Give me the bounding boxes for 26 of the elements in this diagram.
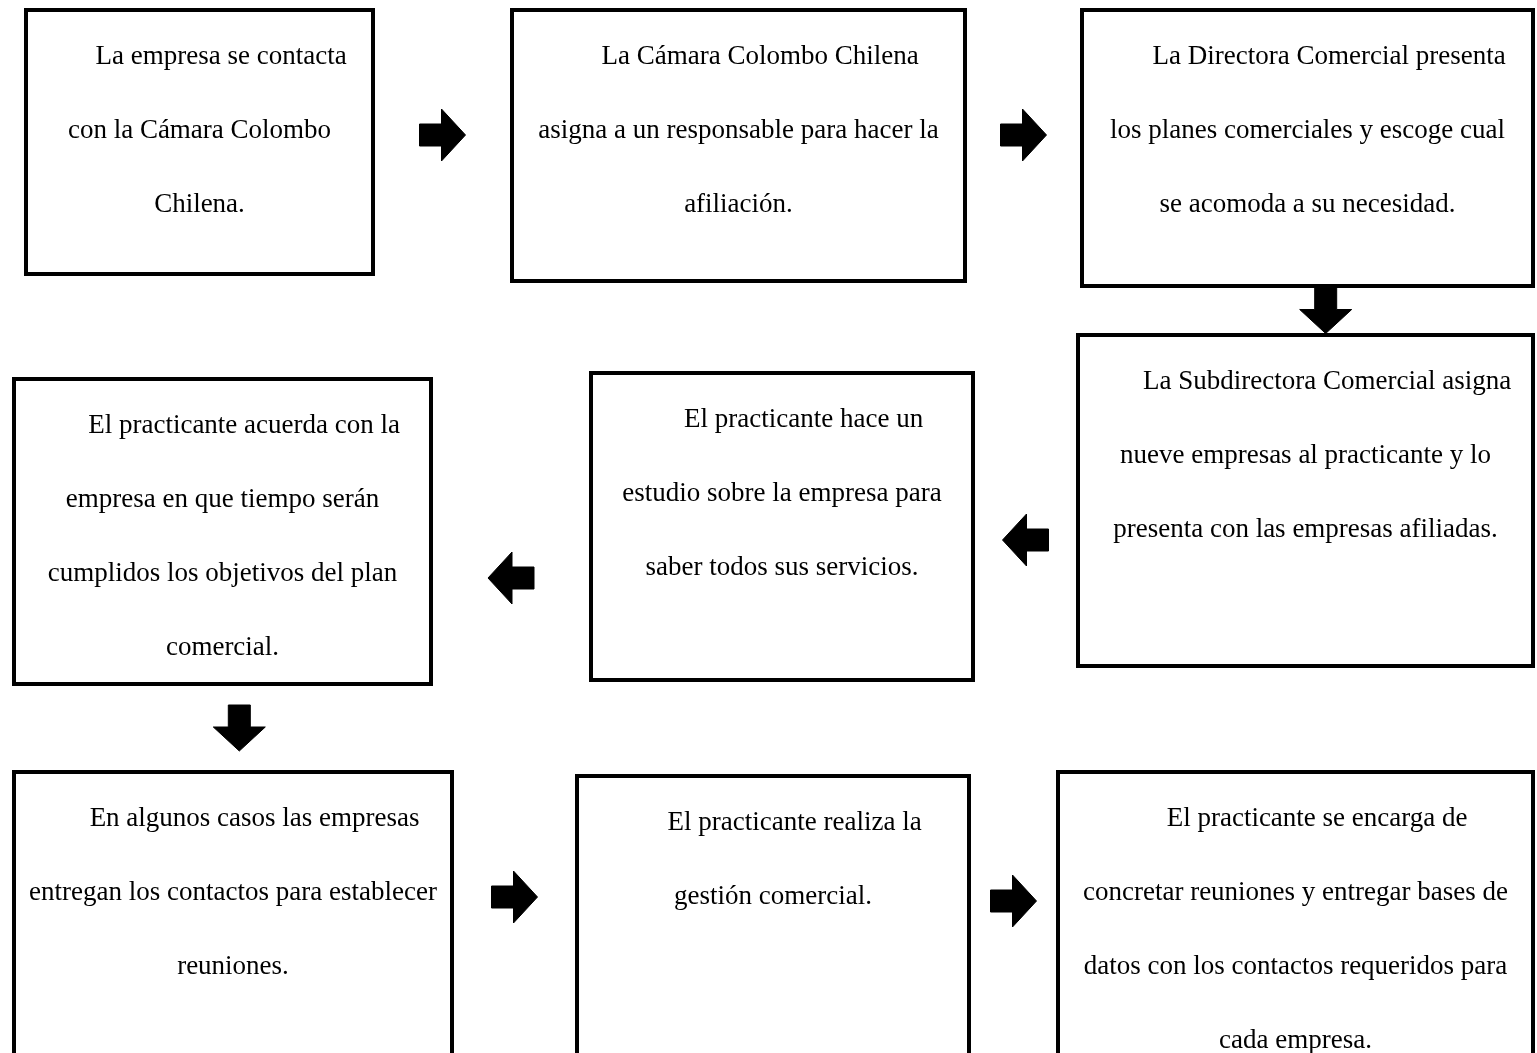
block-arrow — [487, 551, 535, 605]
process-box — [12, 377, 433, 686]
process-box — [12, 770, 454, 1053]
block-arrow — [990, 874, 1037, 928]
step-text: El practicante acuerda con la empresa en que tiempo serán cumplidos los objetivos del plan comercial. — [46, 408, 401, 663]
step-text: El practicante realiza la gestión comercial. — [666, 805, 923, 912]
step-text: La empresa se contacta con la Cámara Colombo Chilena. — [66, 39, 348, 220]
process-box — [1080, 8, 1535, 288]
process-box — [1076, 333, 1535, 668]
block-arrow — [1299, 287, 1353, 334]
step-text: La Cámara Colombo Chilena asigna a un responsable para hacer la afiliación. — [537, 39, 940, 220]
process-box — [589, 371, 975, 682]
step-text: El practicante se encarga de concretar reuniones y entregar bases de datos con los contactos requeridos para cada empresa. — [1081, 801, 1509, 1053]
step-text: La Directora Comercial presenta los planes comerciales y escoge cual se acomoda a su necesidad. — [1108, 39, 1507, 220]
block-arrow — [1002, 513, 1049, 567]
process-box — [24, 8, 375, 276]
step-text: En algunos casos las empresas entregan los contactos para establecer reuniones. — [28, 801, 438, 982]
step-text: La Subdirectora Comercial asigna nueve empresas al practicante y lo presenta con las empresas afiliadas. — [1112, 364, 1513, 545]
step-text: El practicante hace un estudio sobre la empresa para saber todos sus servicios. — [621, 402, 943, 583]
process-box — [1056, 770, 1535, 1053]
process-box — [575, 774, 971, 1053]
block-arrow — [491, 870, 538, 924]
block-arrow — [212, 704, 266, 752]
block-arrow — [1000, 108, 1047, 162]
process-box — [510, 8, 967, 283]
block-arrow — [419, 108, 466, 162]
